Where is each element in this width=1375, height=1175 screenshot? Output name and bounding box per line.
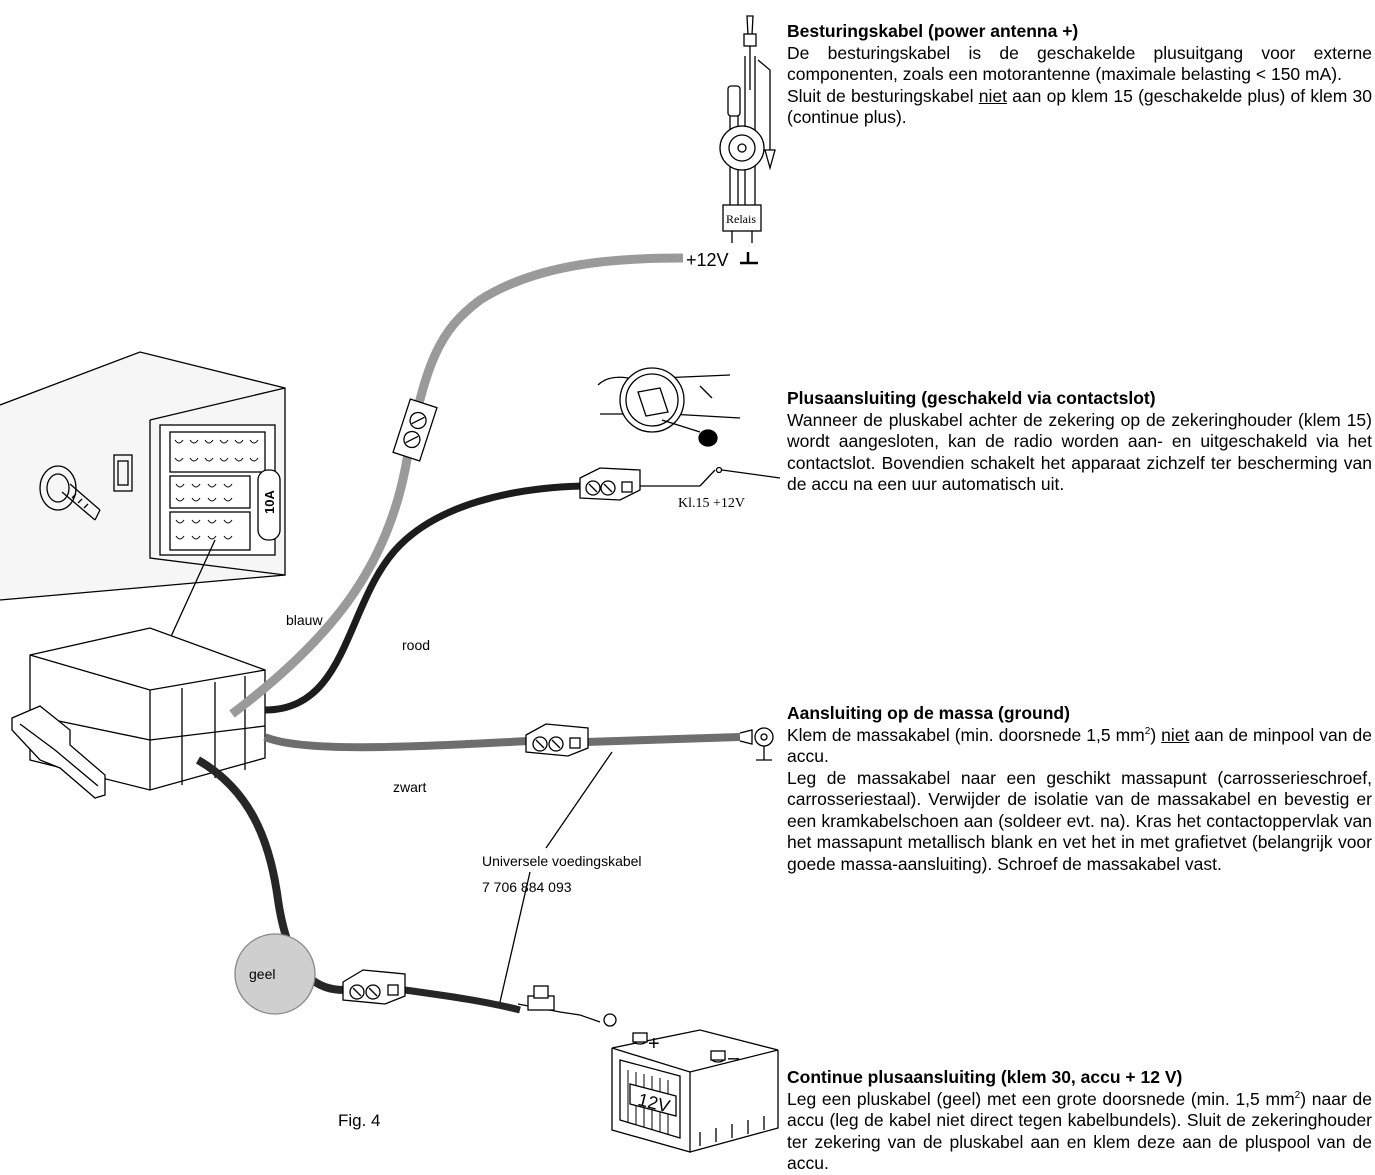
wire-geel	[195, 756, 346, 994]
battery-label-box	[629, 1083, 677, 1117]
battery-minus-label: –	[728, 1047, 740, 1069]
section-continuous-p1: Leg een pluskabel (geel) met een grote d…	[787, 1088, 1372, 1174]
kl15-label: Kl.15 +12V	[678, 496, 745, 511]
rood-inline-connector	[579, 467, 641, 501]
fuse-holder	[257, 469, 281, 541]
section-ignition-title: Plusaansluiting (geschakeld via contacts…	[787, 388, 1156, 408]
battery-plus-label: +	[648, 1033, 660, 1055]
power-antenna	[719, 15, 776, 243]
rood-label: rood	[402, 637, 430, 653]
zwart-inline-connector	[525, 723, 589, 757]
zwart-label: zwart	[393, 779, 427, 795]
section-antenna-p1: De besturingskabel is de geschakelde plu…	[787, 42, 1372, 85]
section-ignition-p1: Wanneer de pluskabel achter de zekering …	[787, 409, 1372, 495]
wire-zwart	[263, 733, 529, 752]
relais-label: Relais	[726, 212, 756, 226]
ground-symbol	[756, 746, 772, 761]
relais-box	[722, 204, 762, 232]
section-ignition: Plusaansluiting (geschakeld via contacts…	[787, 388, 1372, 496]
section-continuous: Continue plusaansluiting (klem 30, accu …	[787, 1067, 1372, 1175]
section-ground-p1: Klem de massakabel (min. doorsnede 1,5 m…	[787, 724, 1372, 767]
iso-connector-box	[11, 627, 266, 799]
cable-number-label: 7 706 884 093	[482, 879, 572, 895]
fuse-label: 10A	[262, 490, 277, 514]
ignition-lock	[597, 367, 781, 487]
cable-name-label: Universele voedingskabel	[482, 853, 642, 869]
ground-ring-terminal	[754, 727, 774, 747]
antenna-inline-connector	[392, 398, 438, 462]
section-ground: Aansluiting op de massa (ground) Klem de…	[787, 703, 1372, 875]
blauw-label: blauw	[286, 612, 323, 628]
section-antenna-title: Besturingskabel (power antenna +)	[787, 21, 1079, 41]
wire-blauw	[229, 253, 684, 718]
figure-label: Fig. 4	[338, 1111, 381, 1130]
section-continuous-title: Continue plusaansluiting (klem 30, accu …	[787, 1067, 1183, 1087]
geel-label: geel	[249, 966, 275, 982]
section-ground-p2: Leg de massakabel naar een geschikt mass…	[787, 767, 1372, 874]
car-battery	[611, 1029, 779, 1153]
geel-highlight-circle	[234, 933, 316, 1015]
geel-inline-connector	[342, 969, 406, 1005]
wire-rood	[264, 482, 583, 714]
antenna-ground-symbol	[740, 252, 758, 265]
plus12v-label: +12V	[686, 250, 729, 270]
section-ground-title: Aansluiting op de massa (ground)	[787, 703, 1070, 723]
section-antenna-p2: Sluit de besturingskabel niet aan op kle…	[787, 85, 1372, 128]
radio-chassis	[0, 351, 286, 601]
section-antenna: Besturingskabel (power antenna +) De bes…	[787, 21, 1372, 129]
